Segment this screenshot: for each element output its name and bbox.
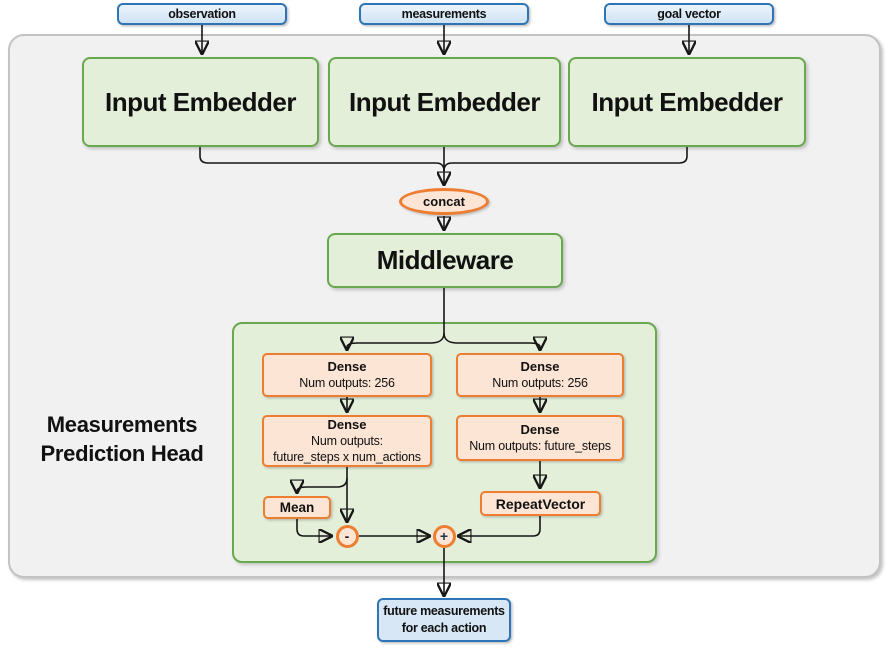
input-node-goal-vector: goal vector [604,3,774,25]
dense-left-2-subtitle-2: future_steps x num_actions [273,450,421,464]
add-node: + [432,524,456,548]
input-embedder-3: Input Embedder [568,57,806,147]
input-node-observation-label: observation [168,7,236,21]
input-embedder-3-label: Input Embedder [591,86,783,117]
dense-right-1-subtitle: Num outputs: 256 [492,376,588,390]
subtract-node-label: - [344,528,350,544]
concat-node: concat [399,188,489,215]
subtract-node: - [335,524,359,548]
concat-node-label: concat [423,194,465,209]
output-node-line1: future measurements [383,604,505,618]
head-title-line1: Measurements [46,412,198,437]
middleware-node: Middleware [327,233,563,288]
input-embedder-1-label: Input Embedder [105,86,296,117]
head-title: Measurements Prediction Head [22,410,222,468]
add-node-label: + [439,528,449,544]
repeat-vector-node-label: RepeatVector [495,495,586,512]
output-node: future measurements for each action [377,598,511,642]
dense-right-2-subtitle: Num outputs: future_steps [469,439,611,453]
input-node-measurements: measurements [359,3,529,25]
dense-left-2-title: Dense [327,417,367,432]
dense-left-2-subtitle-1: Num outputs: [311,434,383,448]
head-title-line2: Prediction Head [40,441,204,466]
dense-right-1-title: Dense [520,359,560,374]
input-node-goal-vector-label: goal vector [657,7,721,21]
input-embedder-1: Input Embedder [82,57,319,147]
dense-left-1: Dense Num outputs: 256 [262,353,432,397]
dense-left-2: Dense Num outputs: future_steps x num_ac… [262,415,432,467]
dense-left-1-title: Dense [327,359,367,374]
dense-left-1-subtitle: Num outputs: 256 [299,376,395,390]
mean-node: Mean [263,496,331,519]
dense-right-2-title: Dense [520,422,560,437]
mean-node-label: Mean [279,500,315,515]
output-node-line2: for each action [401,621,487,635]
input-embedder-2-label: Input Embedder [349,86,540,117]
dense-right-1: Dense Num outputs: 256 [456,353,624,397]
middleware-node-label: Middleware [376,245,514,275]
dense-right-2: Dense Num outputs: future_steps [456,415,624,461]
repeat-vector-node: RepeatVector [480,491,601,516]
input-node-measurements-label: measurements [401,7,487,21]
input-embedder-2: Input Embedder [328,57,561,147]
input-node-observation: observation [117,3,287,25]
